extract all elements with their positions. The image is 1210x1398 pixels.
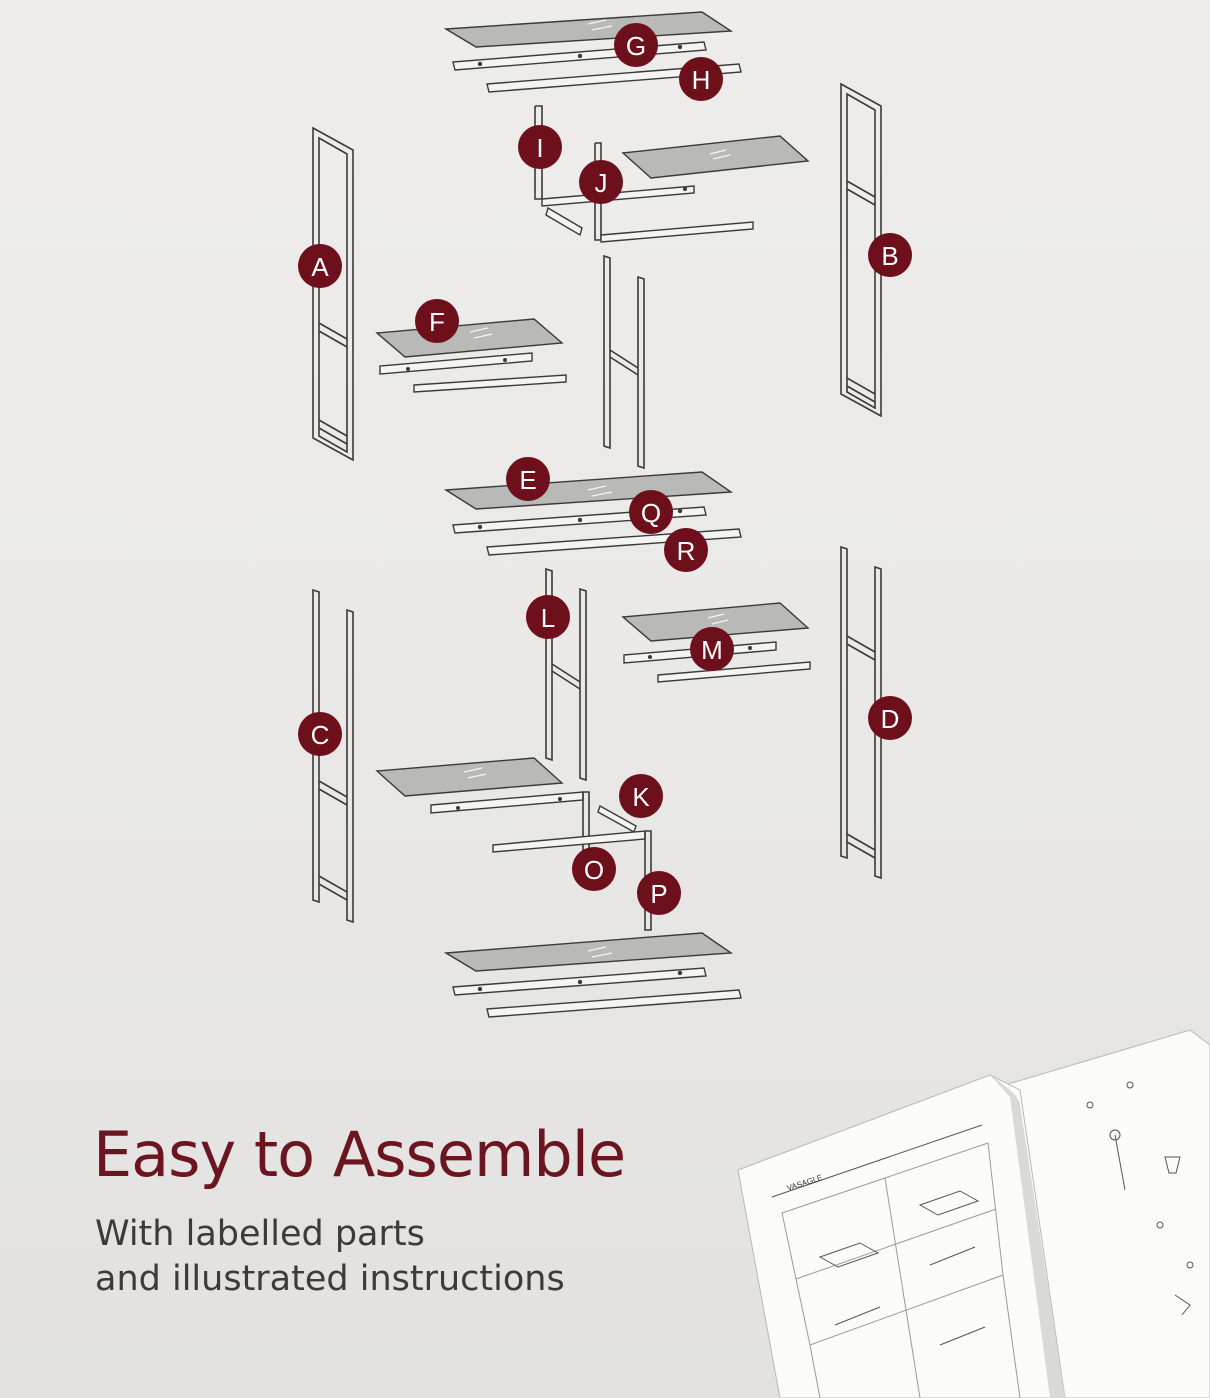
rail-f	[379, 352, 533, 375]
label-j: J	[579, 160, 623, 204]
side-frame-d	[840, 545, 882, 880]
svg-text:G: G	[626, 31, 646, 61]
svg-text:E: E	[519, 465, 536, 495]
label-h: H	[679, 57, 723, 101]
side-frame-a	[312, 126, 354, 462]
bracket-i	[534, 105, 695, 207]
svg-text:Q: Q	[641, 498, 661, 528]
svg-text:I: I	[536, 133, 543, 163]
rail-bottom-back	[486, 989, 742, 1018]
side-frame-b	[840, 82, 882, 418]
side-frame-c	[312, 588, 354, 924]
svg-text:R: R	[677, 536, 696, 566]
shelf-panel-bottom	[443, 932, 734, 972]
rail-f-back	[413, 374, 567, 393]
label-e: E	[506, 457, 550, 501]
svg-text:K: K	[632, 782, 650, 812]
svg-text:H: H	[692, 65, 711, 95]
svg-text:D: D	[881, 704, 900, 734]
label-i: I	[518, 125, 562, 169]
subheading-line-2: and illustrated instructions	[95, 1259, 565, 1299]
label-a: A	[298, 244, 342, 288]
shelf-panel-g	[443, 11, 734, 48]
subheading-line-1: With labelled parts	[95, 1214, 425, 1254]
svg-text:B: B	[881, 241, 898, 271]
label-m: M	[690, 627, 734, 671]
shelf-panel-m	[621, 602, 810, 642]
label-r: R	[664, 528, 708, 572]
rail-h	[486, 63, 742, 93]
instruction-manual-image: VASAGLE	[737, 1029, 1210, 1398]
middle-frame	[603, 254, 645, 470]
svg-text:A: A	[311, 252, 329, 282]
middle-frame-l	[545, 567, 587, 782]
shelf-panel-f	[375, 318, 564, 358]
bracket-j	[594, 142, 754, 243]
svg-text:C: C	[311, 720, 330, 750]
label-f: F	[415, 299, 459, 343]
label-b: B	[868, 233, 912, 277]
label-c: C	[298, 712, 342, 756]
label-k: K	[619, 774, 663, 818]
svg-text:F: F	[429, 307, 445, 337]
headline: Easy to Assemble	[93, 1118, 626, 1191]
bracket-p	[492, 830, 652, 931]
svg-text:L: L	[541, 603, 555, 633]
label-o: O	[572, 847, 616, 891]
shelf-panel-j	[621, 135, 810, 179]
rail-m-back	[657, 661, 811, 683]
shelf-panel-o	[375, 757, 564, 797]
label-l: L	[526, 595, 570, 639]
label-p: P	[637, 871, 681, 915]
shelf-panel-e	[443, 471, 734, 510]
label-d: D	[868, 696, 912, 740]
svg-text:O: O	[584, 855, 604, 885]
rail-bottom-front	[452, 967, 707, 996]
label-g: G	[614, 23, 658, 67]
svg-text:M: M	[701, 635, 723, 665]
label-q: Q	[629, 490, 673, 534]
svg-text:J: J	[595, 168, 608, 198]
svg-text:P: P	[650, 879, 667, 909]
crossbar-i	[545, 206, 583, 237]
